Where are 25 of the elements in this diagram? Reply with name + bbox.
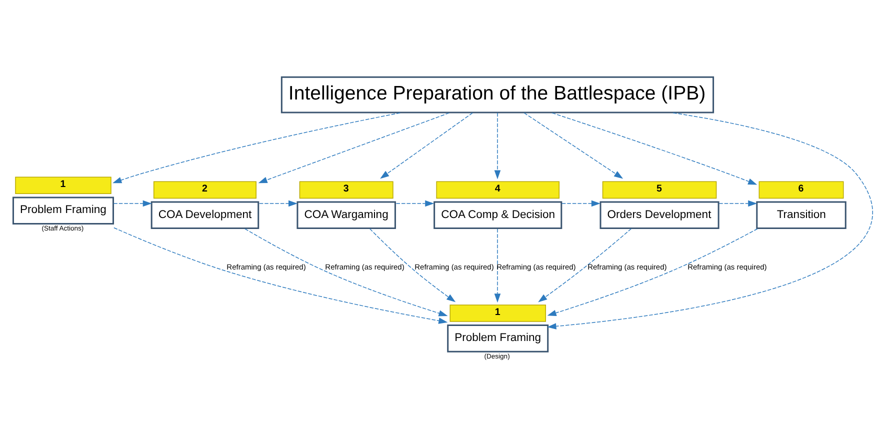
arrow xyxy=(494,228,501,303)
arrow xyxy=(547,112,872,330)
arrow xyxy=(113,200,152,207)
arrow xyxy=(552,112,758,185)
arrow xyxy=(380,112,473,179)
arrow xyxy=(538,228,632,302)
arrow xyxy=(396,200,434,207)
edge-label: Reframing (as required) xyxy=(588,262,667,272)
arrow xyxy=(547,228,758,316)
arrow xyxy=(244,228,448,316)
node-box: Intelligence Preparation of the Battlespace (IPB) xyxy=(280,76,714,114)
edge-label: Reframing (as required) xyxy=(325,262,404,272)
arrow xyxy=(718,200,758,207)
edge-label: Reframing (as required) xyxy=(226,262,306,272)
arrow xyxy=(259,200,298,207)
arrow xyxy=(494,112,501,180)
arrow xyxy=(258,112,450,184)
arrow xyxy=(114,227,448,324)
arrow xyxy=(369,228,456,302)
edge-label: Reframing (as required) xyxy=(496,262,576,272)
edge-label: Reframing (as required) xyxy=(688,262,767,272)
edge-label: Reframing (as required) xyxy=(414,262,494,272)
arrow xyxy=(524,112,624,179)
arrow xyxy=(562,200,600,207)
arrow xyxy=(112,112,400,184)
